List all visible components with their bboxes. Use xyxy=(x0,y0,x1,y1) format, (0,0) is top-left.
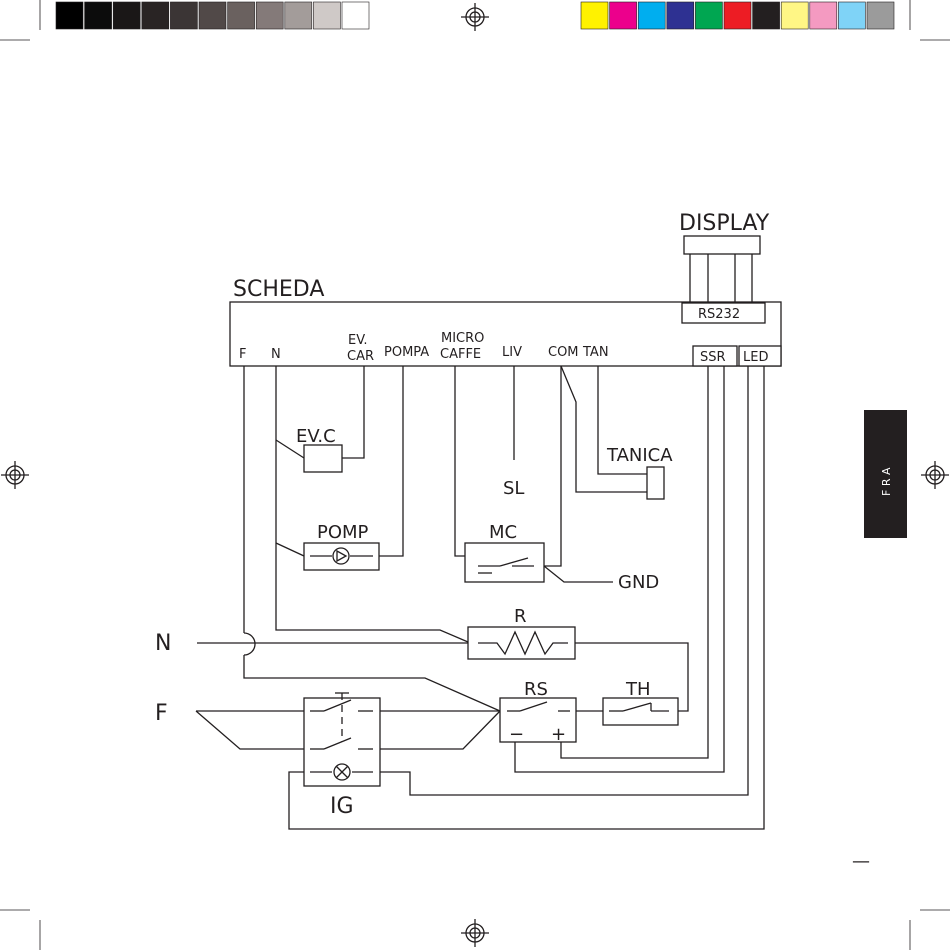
ig-label: IG xyxy=(330,794,354,819)
grayscale-swatch xyxy=(142,2,169,29)
process-swatch xyxy=(695,2,722,29)
grayscale-swatch xyxy=(170,2,197,29)
rs232-label: RS232 xyxy=(698,307,740,322)
grayscale-swatch xyxy=(228,2,255,29)
process-swatch xyxy=(724,2,751,29)
terminal-liv: LIV xyxy=(502,345,522,360)
thermostat xyxy=(603,698,678,725)
language-tab: F R A xyxy=(864,410,907,538)
grayscale-swatch xyxy=(285,2,312,29)
grayscale-swatch xyxy=(199,2,226,29)
display-cable xyxy=(690,254,752,303)
grayscale-swatch xyxy=(313,2,340,29)
terminal-com: COM xyxy=(548,345,579,360)
f-line-label: F xyxy=(155,701,168,726)
gnd-label: GND xyxy=(618,572,659,593)
mc-label: MC xyxy=(489,522,517,543)
registration-mark-right xyxy=(921,461,949,489)
rs-minus: − xyxy=(509,724,524,745)
registration-mark-top xyxy=(461,3,489,31)
page-mark: — xyxy=(852,851,870,872)
evc-label: EV.C xyxy=(296,426,336,447)
grayscale-swatch xyxy=(342,2,369,29)
terminal-n: N xyxy=(271,347,281,362)
th-label: TH xyxy=(625,679,651,700)
terminal-ev-car-line1: EV. xyxy=(348,333,368,348)
n-line-label: N xyxy=(155,631,171,656)
process-swatch xyxy=(667,2,694,29)
rs-label: RS xyxy=(524,679,548,700)
display-label: DISPLAY xyxy=(679,211,770,236)
scheda-label: SCHEDA xyxy=(233,277,324,302)
grayscale-swatch xyxy=(56,2,83,29)
terminal-pompa: POMPA xyxy=(384,345,429,360)
relay-rs: − + xyxy=(500,698,576,745)
process-swatch xyxy=(610,2,637,29)
process-swatch xyxy=(810,2,837,29)
terminal-micro: MICRO xyxy=(441,331,484,346)
wires xyxy=(196,366,764,829)
terminal-tan: TAN xyxy=(582,345,609,360)
sl-label: SL xyxy=(503,478,524,499)
grayscale-swatch xyxy=(113,2,140,29)
process-swatch xyxy=(867,2,894,29)
pump-component xyxy=(304,543,379,570)
terminal-f: F xyxy=(239,347,246,362)
terminal-ev-car-line2: CAR xyxy=(347,349,374,364)
led-label: LED xyxy=(743,350,768,365)
tanica-sensor xyxy=(647,467,664,499)
process-swatch xyxy=(581,2,608,29)
process-color-bar xyxy=(581,2,894,29)
ssr-label: SSR xyxy=(700,350,726,365)
registration-mark-bottom xyxy=(461,919,489,947)
grayscale-swatch xyxy=(256,2,283,29)
grayscale-color-bar xyxy=(56,2,369,29)
evc-valve xyxy=(304,445,342,472)
process-swatch xyxy=(838,2,865,29)
main-switch-ig xyxy=(304,693,380,786)
display-box xyxy=(684,236,760,254)
registration-mark-left xyxy=(1,461,29,489)
micro-switch xyxy=(465,543,544,582)
process-swatch xyxy=(638,2,665,29)
grayscale-swatch xyxy=(85,2,112,29)
language-tab-label: F R A xyxy=(880,467,893,496)
rs-plus: + xyxy=(551,724,566,745)
terminal-caffe: CAFFE xyxy=(440,347,481,362)
process-swatch xyxy=(781,2,808,29)
pomp-label: POMP xyxy=(317,522,369,543)
process-swatch xyxy=(753,2,780,29)
tanica-label: TANICA xyxy=(606,445,673,466)
resistor xyxy=(468,627,575,659)
r-label: R xyxy=(514,606,527,627)
